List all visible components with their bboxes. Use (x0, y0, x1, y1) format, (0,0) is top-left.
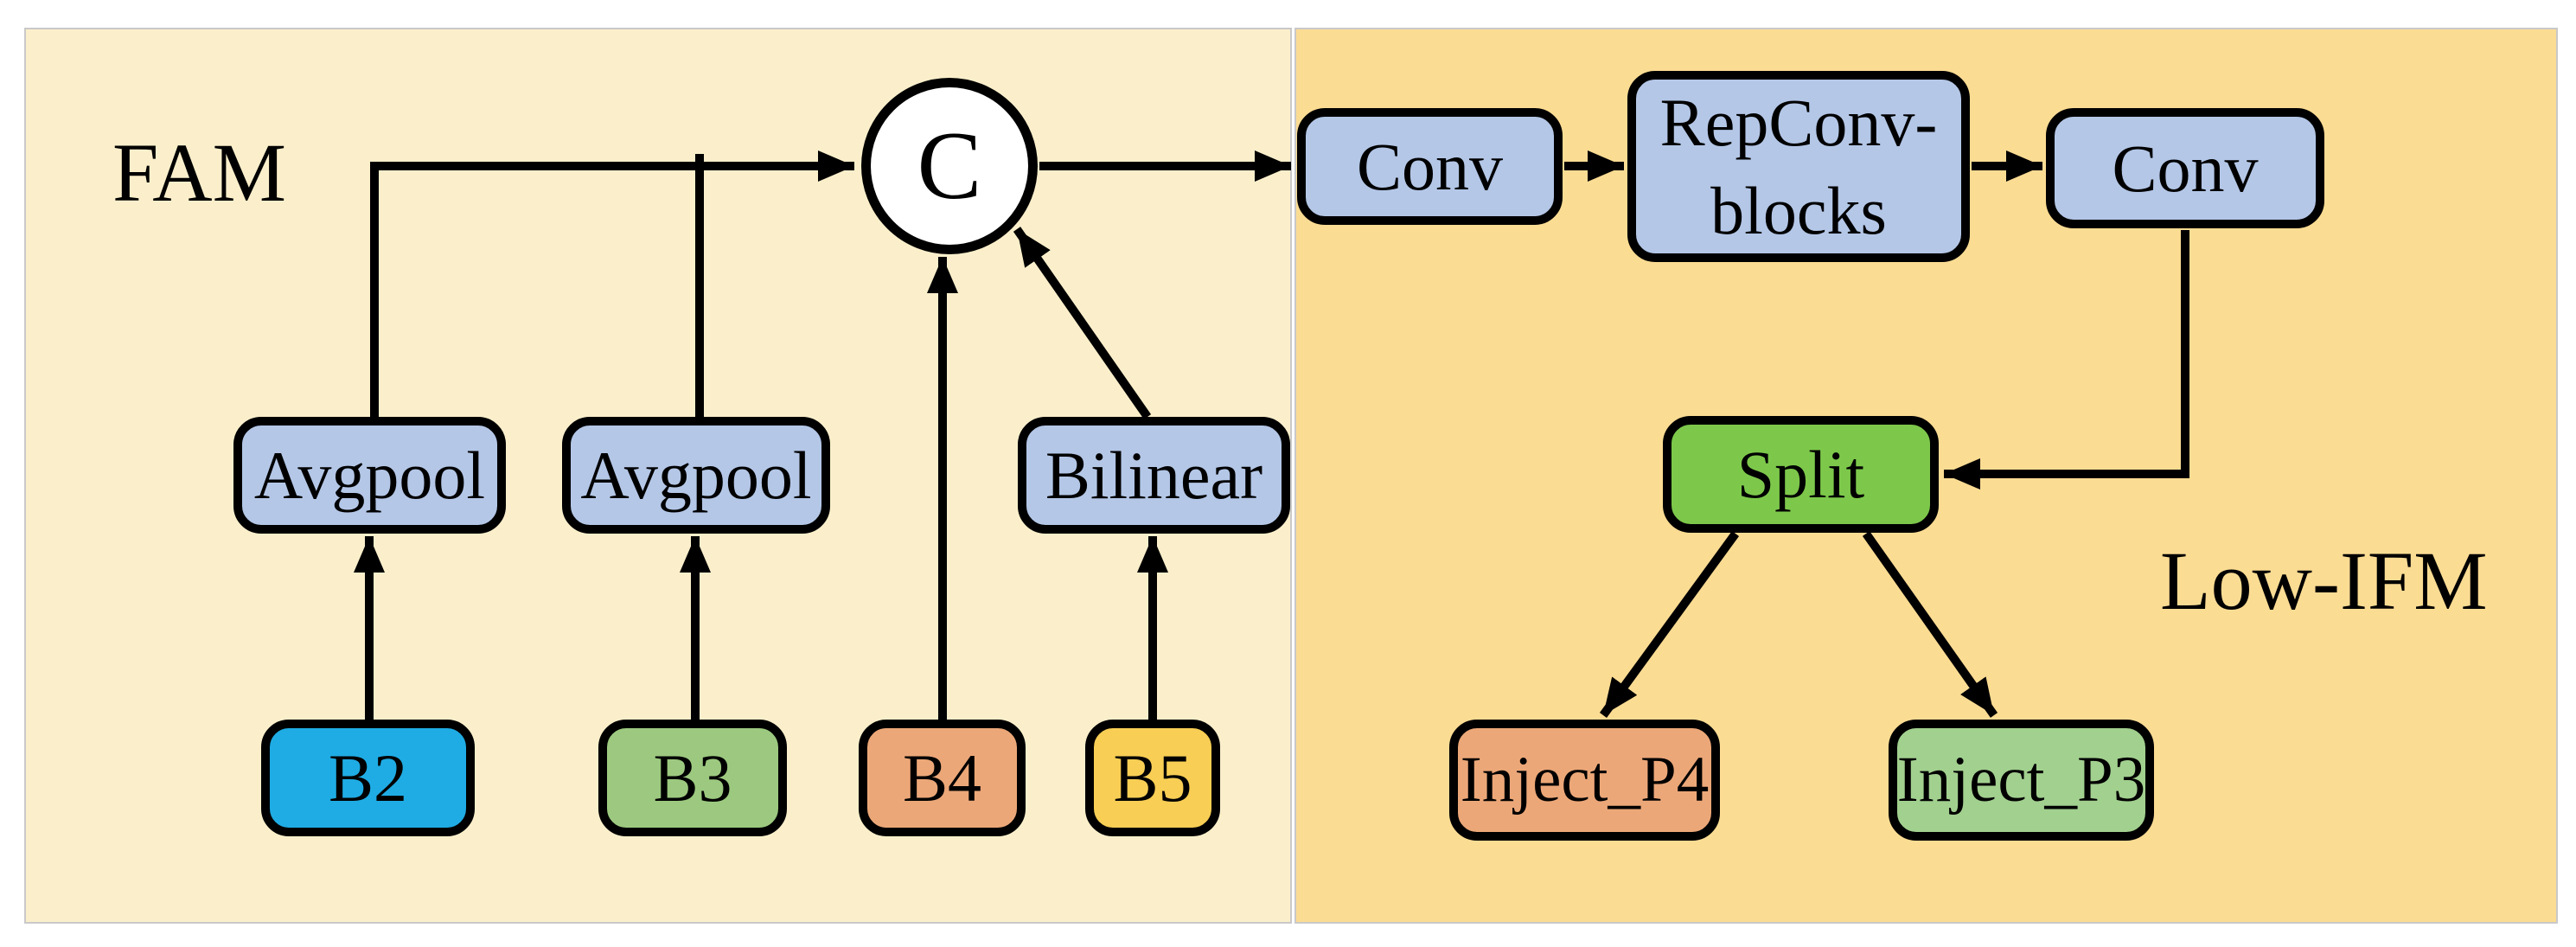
input-node-b5: B5 (1085, 720, 1220, 836)
avgpool-node-b2: Avgpool (233, 417, 506, 534)
conv-node-out: Conv (2046, 108, 2324, 228)
input-node-b2: B2 (261, 720, 475, 836)
conv-node-in: Conv (1297, 108, 1563, 225)
concat-node: C (861, 78, 1038, 254)
avgpool-node-b3: Avgpool (562, 417, 830, 534)
split-node: Split (1663, 416, 1939, 533)
input-node-b4: B4 (859, 720, 1026, 836)
bilinear-node: Bilinear (1018, 417, 1290, 534)
inject-p3-node: Inject_P3 (1889, 720, 2154, 841)
fam-region-label: FAM (112, 126, 286, 219)
low-ifm-region-label: Low-IFM (2160, 534, 2488, 627)
input-node-b3: B3 (598, 720, 787, 836)
repconv-blocks-node: RepConv- blocks (1627, 71, 1970, 262)
inject-p4-node: Inject_P4 (1449, 720, 1720, 841)
